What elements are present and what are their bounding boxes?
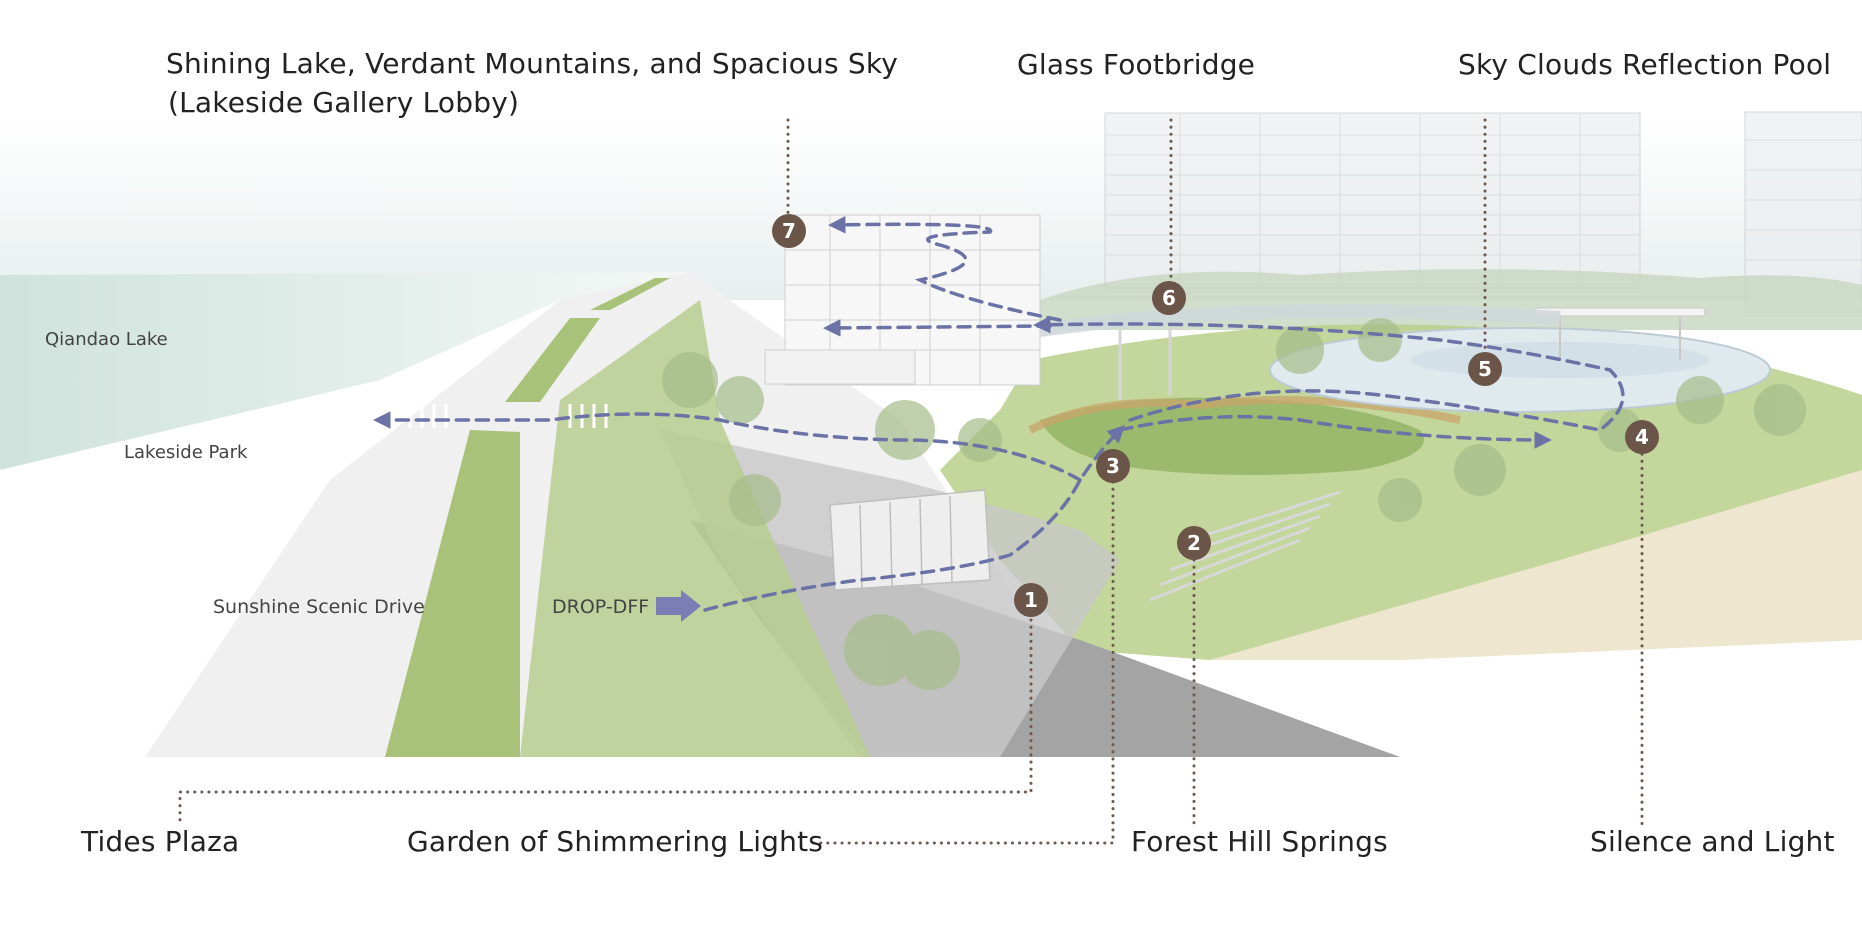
route-gallery-spiral [828, 216, 1062, 322]
median-grass-1 [385, 430, 520, 757]
markers: 1 2 3 4 5 6 7 [772, 214, 1659, 617]
canopy-pavilion [1534, 307, 1706, 317]
label-lakeside-park: Lakeside Park [124, 442, 248, 463]
median-grass-2 [505, 318, 600, 402]
route-dropoff [703, 425, 1125, 612]
qiandao-lake [0, 272, 690, 470]
label-forest-hill: Forest Hill Springs [1131, 825, 1388, 858]
visitor-route [373, 216, 1625, 612]
marker-5: 5 [1468, 352, 1502, 386]
svg-text:1: 1 [1024, 588, 1038, 612]
label-drop-off: DROP-DFF [552, 596, 650, 618]
median-grass-3 [590, 278, 670, 310]
label-gallery-subtitle: (Lakeside Gallery Lobby) [168, 86, 520, 119]
marker-6: 6 [1152, 281, 1186, 315]
label-scenic-drive: Sunshine Scenic Drive [213, 596, 425, 618]
marker-3: 3 [1096, 449, 1130, 483]
marker-4: 4 [1625, 420, 1659, 454]
route-to-pool [1118, 414, 1552, 449]
label-qiandao-lake: Qiandao Lake [45, 329, 168, 350]
label-glass-footbridge: Glass Footbridge [1017, 48, 1256, 81]
route-to-gallery [823, 319, 1052, 337]
label-shimmering-lights: Garden of Shimmering Lights [407, 825, 824, 858]
leader-shimmering [808, 480, 1115, 845]
dropoff-arrow-icon [656, 590, 701, 622]
svg-text:2: 2 [1187, 531, 1201, 555]
route-pool-loop [1033, 316, 1625, 432]
svg-text:3: 3 [1106, 454, 1120, 478]
marker-1: 1 [1014, 583, 1048, 617]
trees [662, 318, 1806, 690]
marker-2: 2 [1177, 526, 1211, 560]
site-base [1210, 470, 1862, 660]
svg-text:5: 5 [1478, 357, 1492, 381]
leader-tides [178, 618, 1033, 827]
svg-text:6: 6 [1162, 286, 1176, 310]
label-tides-plaza: Tides Plaza [81, 825, 240, 858]
wood-boardwalk [1028, 396, 1461, 434]
label-silence-light: Silence and Light [1590, 825, 1835, 858]
label-reflection-pool: Sky Clouds Reflection Pool [1458, 48, 1832, 81]
stepped-terraces [1149, 490, 1341, 602]
svg-text:4: 4 [1635, 425, 1649, 449]
label-gallery-title: Shining Lake, Verdant Mountains, and Spa… [166, 47, 899, 80]
svg-text:7: 7 [782, 219, 796, 243]
marker-7: 7 [772, 214, 806, 248]
light-pavilion [829, 489, 991, 591]
residential-buildings [1104, 111, 1862, 313]
leader-lines [178, 118, 1644, 845]
gallery-building [764, 214, 1041, 386]
route-lakeside-park [373, 411, 1082, 482]
